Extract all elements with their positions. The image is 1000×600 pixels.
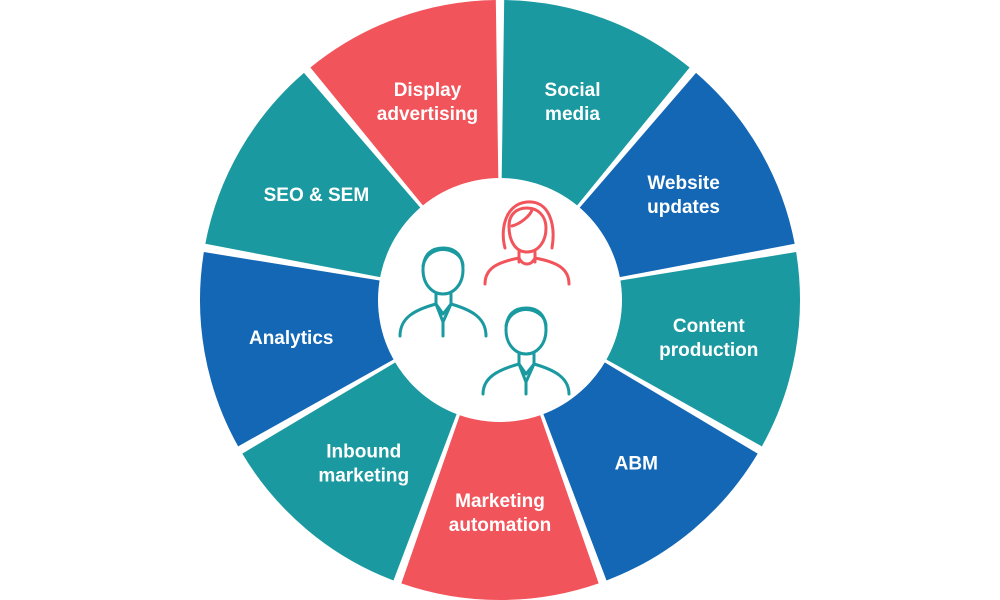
woman-person-icon (483, 200, 571, 286)
segment-label-line: Marketing (455, 491, 545, 512)
segment-label-line: advertising (377, 104, 478, 125)
segment-label-line: media (545, 104, 600, 125)
segment-label: SEO & SEM (264, 185, 370, 206)
segment-label-line: Social (545, 80, 601, 101)
segment-label-line: Display (394, 80, 462, 101)
wheel-segments (199, 0, 801, 600)
segment-label-line: automation (449, 515, 551, 536)
wheel-segment (501, 0, 690, 209)
center-hub (378, 178, 622, 422)
segment-label-line: Analytics (249, 328, 333, 349)
segment-label: Website updates (647, 173, 720, 218)
segment-label-line: Content (673, 316, 745, 337)
man-person-icon-left (398, 246, 488, 338)
segment-label-line: marketing (318, 465, 409, 486)
segment-label-line: Inbound (326, 441, 401, 462)
wheel-segment (577, 72, 795, 278)
wheel-segment (603, 252, 801, 447)
man-person-icon-right (481, 306, 571, 396)
segment-label-line: Website (647, 173, 720, 194)
segment-label: Marketing automation (449, 491, 551, 536)
wheel-segment (242, 360, 459, 581)
segment-label: ABM (615, 453, 658, 474)
wheel-segment (401, 411, 599, 600)
wheel-segment (310, 0, 499, 209)
segment-label: Social media (545, 80, 601, 125)
segment-label-line: SEO & SEM (264, 185, 370, 206)
wheel-segment (199, 252, 397, 447)
wheel-segment (541, 360, 758, 581)
segment-label-line: updates (647, 197, 720, 218)
team-people-icon (398, 200, 571, 396)
segment-label: Display advertising (377, 80, 478, 125)
wheel-segment (205, 72, 423, 278)
segment-label-line: ABM (615, 453, 658, 474)
segment-label: Inbound marketing (318, 441, 409, 486)
segment-label: Content production (659, 316, 758, 361)
segment-label: Analytics (249, 328, 333, 349)
segment-label-line: production (659, 340, 758, 361)
